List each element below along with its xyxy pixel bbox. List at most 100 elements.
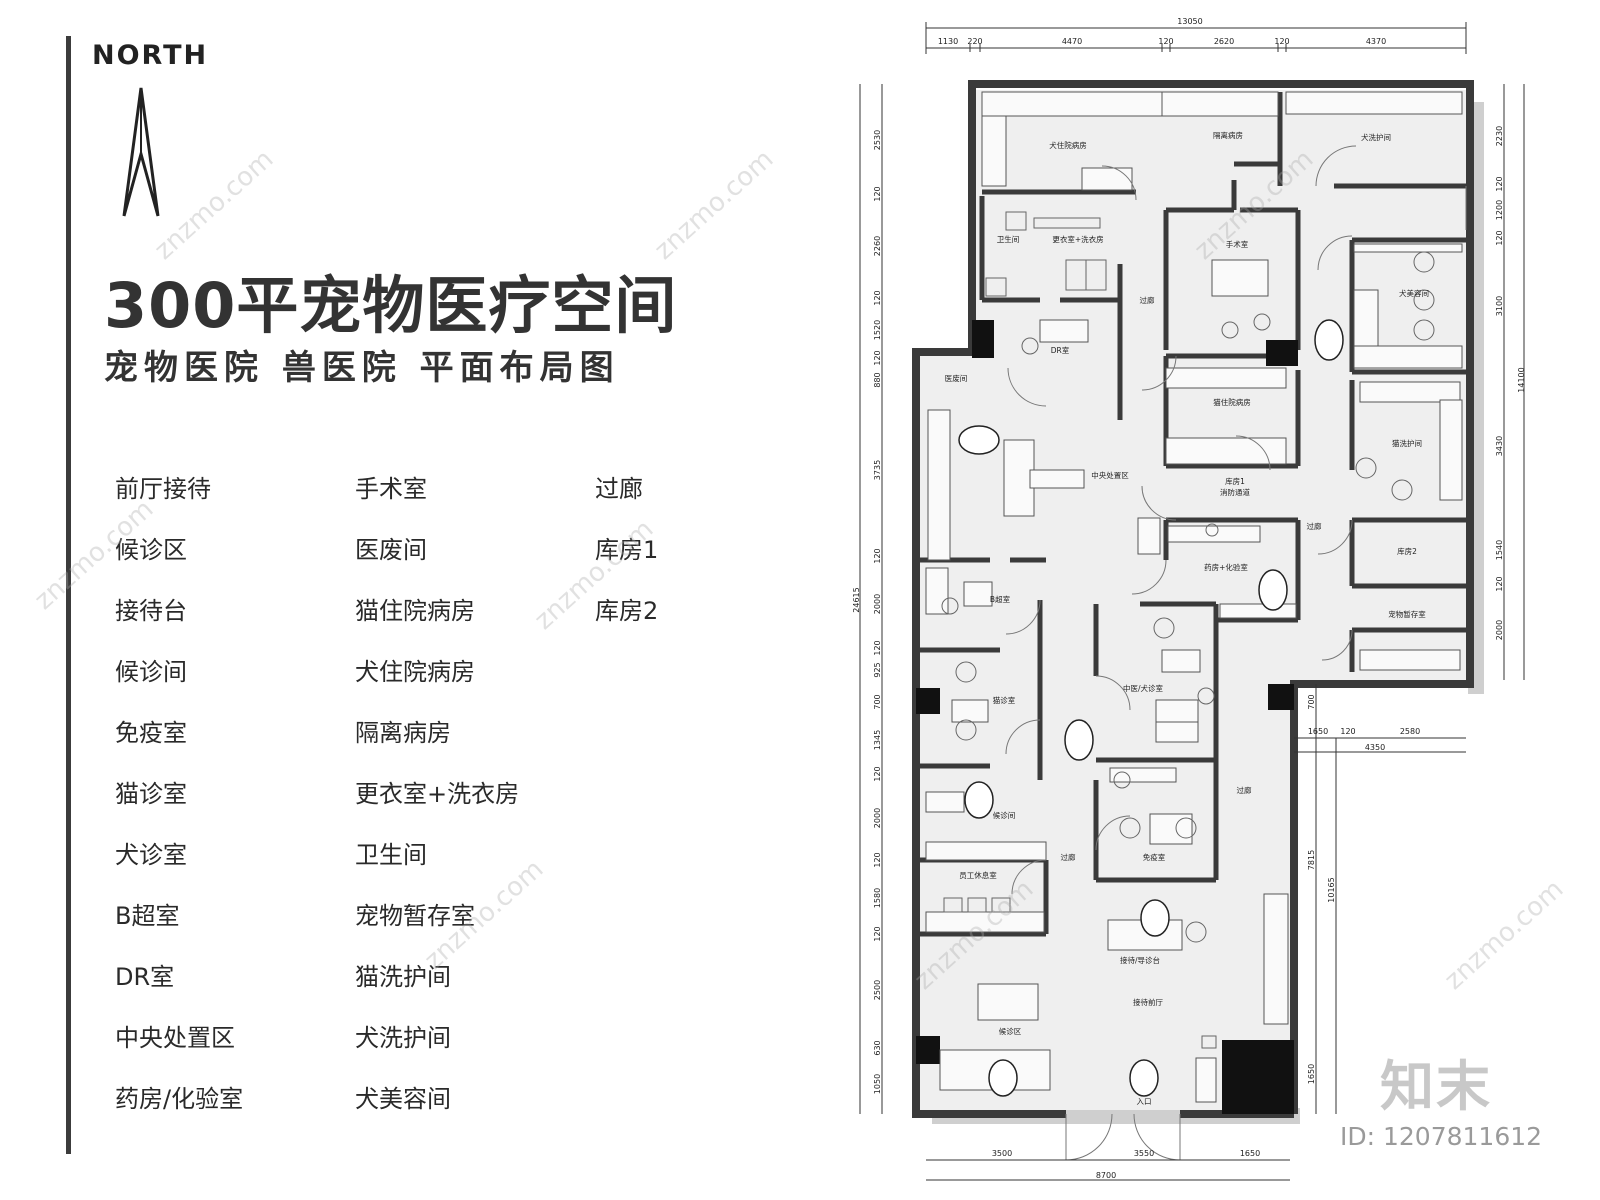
dim-mid: 2580 <box>1400 727 1420 736</box>
legend-item: 中央处置区 <box>115 1024 235 1052</box>
room-label: 中央处置区 <box>1091 470 1129 480</box>
legend-item: 手术室 <box>355 475 427 503</box>
door-swings <box>1005 145 1467 1161</box>
room-label: 免疫室 <box>1143 852 1166 862</box>
legend-column-3: 过廊 库房1 库房2 <box>595 459 658 642</box>
dim-left: 120 <box>873 186 882 201</box>
page-title: 300平宠物医疗空间 <box>104 269 678 342</box>
legend-item: 更衣室+洗衣房 <box>355 780 520 808</box>
dim-left-total: 24615 <box>852 587 861 612</box>
room-labels: 犬住院病房 隔离病房 犬洗护间 卫生间 更衣室+洗衣房 手术室 犬美容间 DR室… <box>945 130 1429 1106</box>
room-label: 犬美容间 <box>1399 288 1429 298</box>
room-label: 更衣室+洗衣房 <box>1052 234 1103 244</box>
dim-mid: 1650 <box>1308 727 1328 736</box>
dim-left: 120 <box>873 852 882 867</box>
dim-top: 4370 <box>1366 37 1386 46</box>
legend-item: 药房/化验室 <box>115 1085 244 1113</box>
legend-item: 前厅接待 <box>115 475 211 503</box>
dim-left: 1520 <box>873 320 882 340</box>
structural-columns <box>916 320 1298 1114</box>
dim-top-total: 13050 <box>1177 17 1202 26</box>
legend-item: 犬美容间 <box>355 1085 451 1113</box>
dim-mid-total: 4350 <box>1365 743 1385 752</box>
legend-item: 宠物暂存室 <box>355 902 475 930</box>
dim-left: 120 <box>873 350 882 365</box>
dimension-lines <box>859 22 1525 1181</box>
dimension-texts: 13050 1130 220 4470 120 2620 120 4370 24… <box>852 17 1526 1180</box>
room-label: 隔离病房 <box>1213 130 1243 140</box>
dim-right: 120 <box>1495 576 1504 591</box>
room-label: 猫住院病房 <box>1213 397 1251 407</box>
room-label: 接待/导诊台 <box>1120 955 1160 965</box>
legend-item: 犬住院病房 <box>355 658 475 686</box>
dim-right-lower: 700 <box>1307 694 1316 709</box>
room-label: 猫洗护间 <box>1392 438 1422 448</box>
dim-bottom: 1650 <box>1240 1149 1260 1158</box>
room-label: 入口 <box>1137 1097 1152 1106</box>
dim-bottom-total: 8700 <box>1096 1171 1116 1180</box>
dim-mid: 120 <box>1340 727 1355 736</box>
room-label: DR室 <box>1051 345 1070 355</box>
dim-left: 2500 <box>873 980 882 1000</box>
dim-left: 630 <box>873 1040 882 1055</box>
legend-item: 猫诊室 <box>115 780 187 808</box>
legend-item: 免疫室 <box>115 719 187 747</box>
dim-right: 2000 <box>1495 620 1504 640</box>
north-label: NORTH <box>92 40 209 71</box>
room-label: B超室 <box>990 594 1011 604</box>
room-label: 员工休息室 <box>959 870 997 880</box>
room-label: 医废间 <box>945 373 968 383</box>
dim-top: 1130 <box>938 37 958 46</box>
dim-left: 1580 <box>873 888 882 908</box>
dim-top: 4470 <box>1062 37 1082 46</box>
dim-right: 3430 <box>1495 436 1504 456</box>
legend-item: DR室 <box>115 963 175 991</box>
dim-right: 1200 <box>1495 200 1504 220</box>
dim-top: 120 <box>1158 37 1173 46</box>
dim-right: 3100 <box>1495 296 1504 316</box>
legend-item: 犬洗护间 <box>355 1024 451 1052</box>
brand-logo: 知末 <box>1380 1055 1492 1118</box>
legend-item: 猫洗护间 <box>355 963 451 991</box>
room-label: 卫生间 <box>997 234 1020 244</box>
dim-left: 2530 <box>873 130 882 150</box>
dim-left: 2000 <box>873 808 882 828</box>
dim-left: 1345 <box>873 730 882 750</box>
room-label: 药房+化验室 <box>1204 562 1248 572</box>
dim-bottom: 3550 <box>1134 1149 1154 1158</box>
dim-bottom: 3500 <box>992 1149 1012 1158</box>
dim-left: 120 <box>873 290 882 305</box>
dim-left: 2260 <box>873 236 882 256</box>
dim-right: 2230 <box>1495 126 1504 146</box>
dim-left: 120 <box>873 766 882 781</box>
accent-bar <box>66 36 71 1154</box>
legend-item: 医废间 <box>355 536 427 564</box>
room-label: 库房1 <box>1225 476 1245 486</box>
legend-item: 隔离病房 <box>355 719 451 747</box>
dim-top: 220 <box>967 37 982 46</box>
dim-right: 120 <box>1495 176 1504 191</box>
id-text: ID: 1207811612 <box>1340 1122 1543 1151</box>
legend-column-1: 前厅接待 候诊区 接待台 候诊间 免疫室 猫诊室 犬诊室 B超室 DR室 中央处… <box>115 459 243 1130</box>
room-label: 中医/犬诊室 <box>1123 683 1164 693</box>
room-label: 过廊 <box>1140 295 1156 305</box>
dim-right-total: 14100 <box>1517 367 1526 392</box>
chairs-and-fixtures <box>941 211 1435 1049</box>
room-label: 库房2 <box>1397 546 1417 556</box>
room-label: 猫诊室 <box>993 695 1016 705</box>
dim-right-lower: 1650 <box>1307 1064 1316 1084</box>
legend-item: 过廊 <box>595 475 643 503</box>
furniture <box>925 91 1463 1103</box>
dim-left: 880 <box>873 372 882 387</box>
room-label: 犬住院病房 <box>1049 140 1087 150</box>
dim-right-lower: 7815 <box>1307 850 1316 870</box>
room-label: 接待前厅 <box>1133 997 1163 1007</box>
room-label: 消防通道 <box>1220 487 1250 497</box>
legend-column-2: 手术室 医废间 猫住院病房 犬住院病房 隔离病房 更衣室+洗衣房 卫生间 宠物暂… <box>355 459 519 1130</box>
room-label: 宠物暂存室 <box>1388 609 1426 619</box>
room-label: 候诊间 <box>993 810 1016 820</box>
north-arrow-icon <box>122 87 160 217</box>
dim-right: 120 <box>1495 230 1504 245</box>
legend-item: 候诊区 <box>115 536 187 564</box>
dim-left: 120 <box>873 640 882 655</box>
